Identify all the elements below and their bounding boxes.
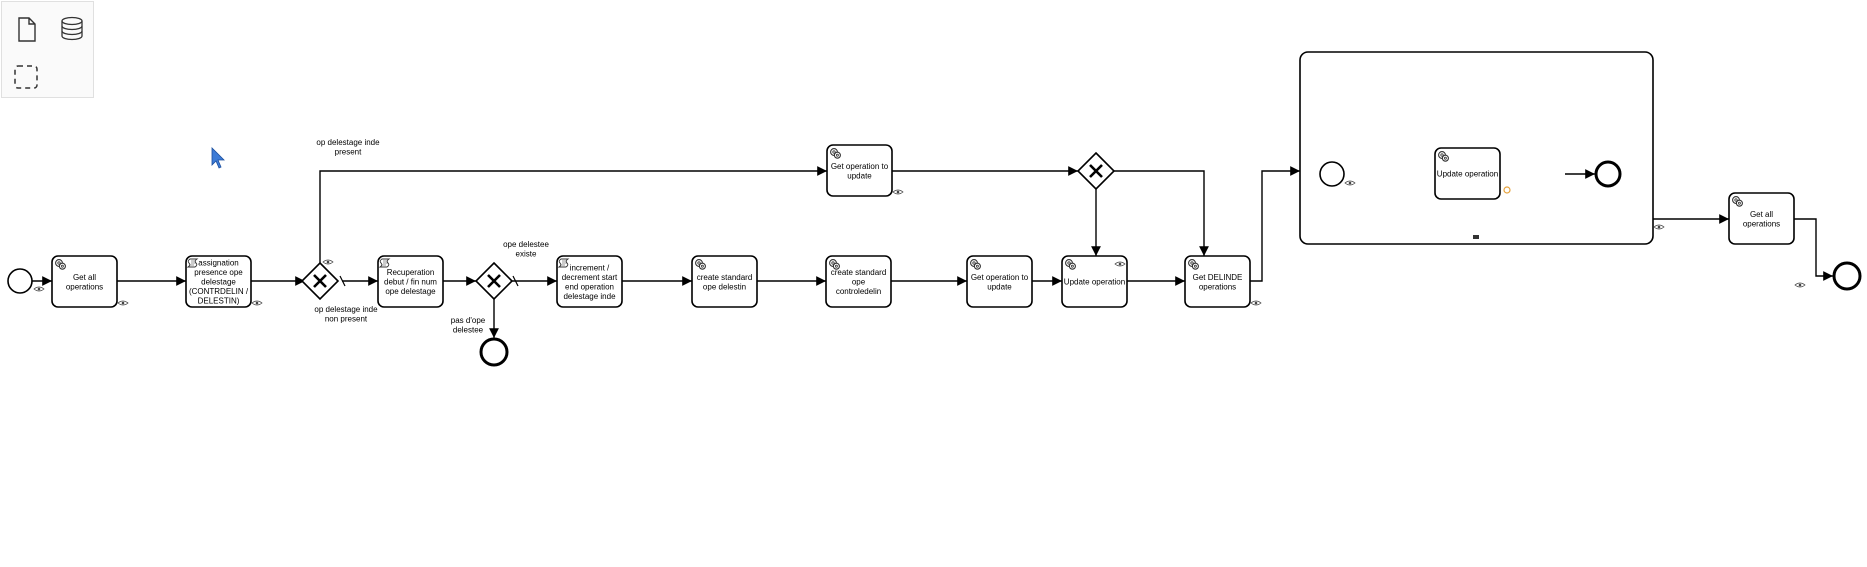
- collapse-marker-icon[interactable]: [1473, 235, 1479, 239]
- start-event[interactable]: [7, 268, 33, 294]
- database-icon[interactable]: [57, 14, 87, 44]
- end-event-final[interactable]: [1832, 261, 1862, 291]
- sub-start-event[interactable]: [1319, 161, 1345, 187]
- eye-icon[interactable]: [1250, 300, 1262, 306]
- eye-icon[interactable]: [1794, 282, 1806, 288]
- tool-palette: [1, 1, 94, 98]
- end-event-no-ope[interactable]: [479, 337, 509, 367]
- sub-end-event[interactable]: [1594, 160, 1622, 188]
- eye-icon[interactable]: [892, 189, 904, 195]
- gateway-ope-delestee[interactable]: [474, 261, 514, 301]
- file-icon[interactable]: [11, 14, 41, 44]
- task-update-op-sub[interactable]: Update operation: [1434, 147, 1501, 200]
- eye-icon[interactable]: [117, 300, 129, 306]
- task-update-op-main[interactable]: Update operation: [1061, 255, 1128, 308]
- gateway-merge[interactable]: [1076, 151, 1116, 191]
- gateway-op-delestage[interactable]: [300, 261, 340, 301]
- eye-icon[interactable]: [322, 259, 334, 265]
- warning-icon[interactable]: [1503, 186, 1511, 194]
- task-label: Update operation: [1437, 170, 1498, 179]
- dashed-box-icon[interactable]: [11, 62, 41, 92]
- eye-icon[interactable]: [1653, 224, 1665, 230]
- eye-icon[interactable]: [33, 286, 45, 292]
- eye-icon[interactable]: [251, 300, 263, 306]
- mouse-cursor-icon: [211, 147, 225, 169]
- task-label: Update operation: [1064, 278, 1125, 287]
